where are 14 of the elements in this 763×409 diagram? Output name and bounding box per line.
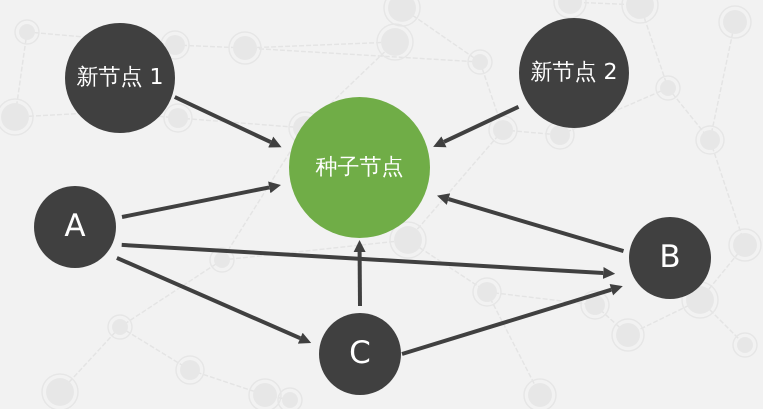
node-label: B xyxy=(659,240,681,276)
arrow xyxy=(437,193,624,254)
arrow xyxy=(433,104,520,148)
arrow xyxy=(116,256,312,344)
node-label: C xyxy=(349,336,371,372)
arrow xyxy=(174,95,282,148)
node-label: 新节点 2 xyxy=(530,60,618,86)
arrow xyxy=(401,284,623,356)
node-label: 新节点 1 xyxy=(76,65,164,91)
arrow xyxy=(122,182,281,219)
node-label: A xyxy=(64,209,86,245)
arrow xyxy=(122,242,616,279)
arrow xyxy=(354,240,366,306)
node-label: 种子节点 xyxy=(316,154,404,180)
